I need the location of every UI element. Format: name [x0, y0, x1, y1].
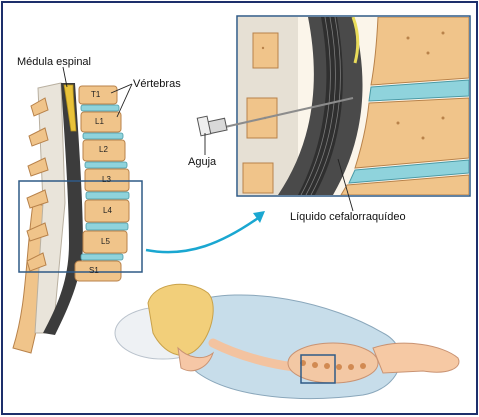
vertebra-label-l1: L1 — [95, 118, 104, 126]
vertebra-label-l5: L5 — [101, 238, 110, 246]
vertebra-label-l3: L3 — [102, 176, 111, 184]
zoom-vertebra — [355, 98, 469, 168]
medula-espinal-label: Médula espinal — [17, 57, 91, 68]
aguja-label: Aguja — [188, 157, 216, 168]
vertebra-label-l2: L2 — [99, 146, 108, 154]
zoomed-view — [237, 16, 470, 196]
zoom-arrow — [146, 211, 265, 252]
zoom-vertebra — [371, 17, 469, 85]
left-spine — [13, 83, 142, 353]
intervertebral-disc — [83, 133, 123, 139]
intervertebral-disc — [86, 192, 129, 199]
patient-figure — [115, 284, 459, 398]
vertebra-label-l4: L4 — [103, 207, 112, 215]
intervertebral-disc — [81, 105, 119, 111]
vertebra-label-t1: T1 — [91, 91, 100, 99]
vertebra-label-s1: S1 — [89, 267, 99, 275]
vertebras-leader-line — [117, 84, 132, 117]
liquido-cefalorraquideo-label: Líquido cefalorraquídeo — [290, 212, 406, 223]
vertebras-label: Vértebras — [133, 79, 181, 90]
intervertebral-disc — [86, 223, 128, 230]
intervertebral-disc — [81, 254, 123, 260]
intervertebral-disc — [85, 162, 127, 168]
legs — [373, 343, 459, 373]
